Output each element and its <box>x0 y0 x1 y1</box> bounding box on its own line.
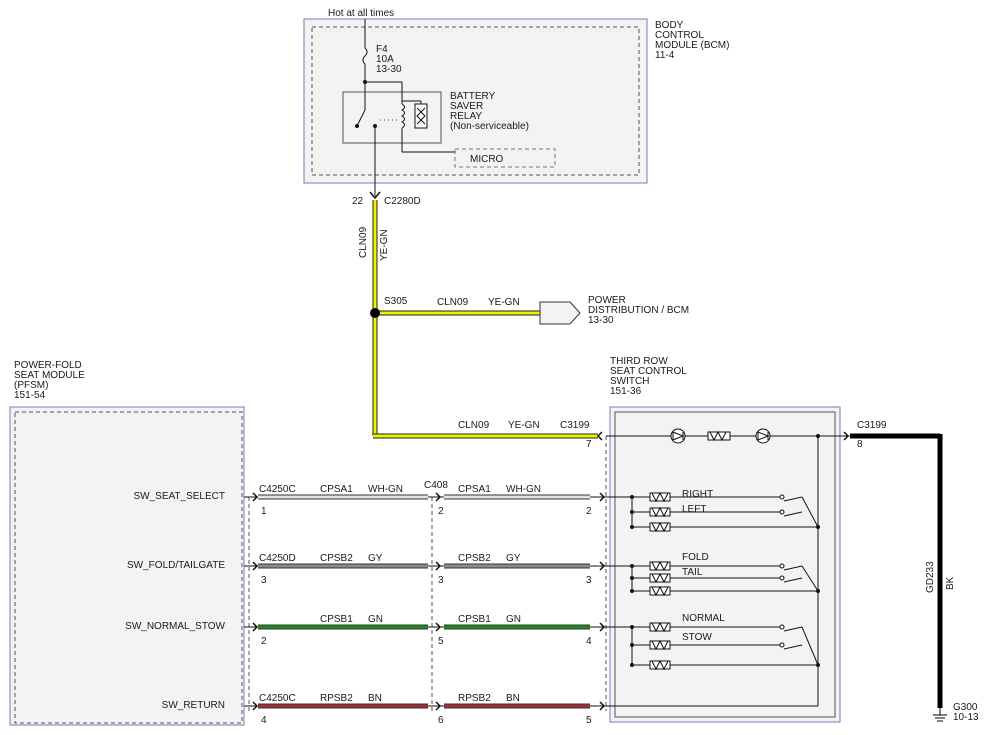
feed-circuit-label: CLN09 <box>458 420 490 431</box>
pin-right-label: 3 <box>586 575 592 586</box>
color-right-label: GY <box>506 553 521 564</box>
power-distribution-arrow <box>539 301 581 325</box>
color-right-label: WH-GN <box>506 484 541 495</box>
pin-right-label: 5 <box>586 715 592 726</box>
pin-22-label: 22 <box>352 196 364 207</box>
signal-name-label: SW_NORMAL_STOW <box>125 621 225 632</box>
fuse-f4-label: F4 10A 13-30 <box>376 44 402 75</box>
circuit-left-label: CPSA1 <box>320 484 353 495</box>
micro-label: MICRO <box>470 154 504 165</box>
relay-box <box>342 91 442 144</box>
splice-color-label: YE-GN <box>488 297 520 308</box>
pin-left-label: 3 <box>261 575 267 586</box>
pfsm-module-box <box>9 406 245 726</box>
connector-left-label: C4250C <box>259 484 296 495</box>
ground-color-label: BK <box>945 576 956 590</box>
switch-normal-label: NORMAL <box>682 613 725 624</box>
feed-resistor <box>707 431 731 441</box>
connector-mid-label: C408 <box>424 480 448 491</box>
signal-name-label: SW_RETURN <box>161 700 225 711</box>
pin-left-label: 2 <box>261 636 267 647</box>
circuit-left-label: RPSB2 <box>320 693 353 704</box>
third-row-switch-label: THIRD ROW SEAT CONTROL SWITCH 151-36 <box>610 356 687 397</box>
wire-vertical-color-label: YE-GN <box>379 229 390 261</box>
circuit-right-label: RPSB2 <box>458 693 491 704</box>
micro-box <box>454 148 556 168</box>
switch-fold-label: FOLD <box>682 552 709 563</box>
pin-mid-label: 6 <box>438 715 444 726</box>
signal-wires <box>244 492 632 711</box>
pin-7-label: 7 <box>586 439 592 450</box>
switch-left-label: LEFT <box>682 504 707 515</box>
color-left-label: WH-GN <box>368 484 403 495</box>
relay-coil <box>401 103 405 129</box>
pin-left-label: 1 <box>261 506 267 517</box>
signal-name-label: SW_FOLD/TAILGATE <box>127 560 225 571</box>
connector-c2280d-arrow <box>369 191 381 200</box>
circuit-left-label: CPSB1 <box>320 614 353 625</box>
connector-c3199-out-label: C3199 <box>857 420 887 431</box>
splice-s305-dot <box>370 308 380 318</box>
pin-right-label: 2 <box>586 506 592 517</box>
bcm-module-box <box>303 18 648 184</box>
color-left-label: BN <box>368 693 382 704</box>
switch-module-box <box>609 406 841 723</box>
ground-g300-label: G300 10-13 <box>953 702 979 723</box>
bcm-label: BODY CONTROL MODULE (BCM) 11-4 <box>655 20 730 61</box>
connector-c2280d-label: C2280D <box>384 196 421 207</box>
connector-left-label: C4250D <box>259 553 296 564</box>
color-right-label: GN <box>506 614 521 625</box>
hot-at-all-times-label: Hot at all times <box>328 8 395 19</box>
pin-mid-label: 5 <box>438 636 444 647</box>
signal-name-label: SW_SEAT_SELECT <box>133 491 225 502</box>
pin-right-label: 4 <box>586 636 592 647</box>
pin-left-label: 4 <box>261 715 267 726</box>
pin-mid-label: 3 <box>438 575 444 586</box>
circuit-right-label: CPSA1 <box>458 484 491 495</box>
wire-vertical-circuit-label: CLN09 <box>358 226 369 258</box>
battery-saver-relay-label: BATTERY SAVER RELAY (Non-serviceable) <box>450 91 529 132</box>
ground-g300-symbol <box>933 714 947 722</box>
circuit-left-label: CPSB2 <box>320 553 353 564</box>
switch-right-label: RIGHT <box>682 489 714 500</box>
color-left-label: GY <box>368 553 383 564</box>
switch-tail-label: TAIL <box>682 567 703 578</box>
circuit-right-label: CPSB2 <box>458 553 491 564</box>
feed-color-label: YE-GN <box>508 420 540 431</box>
pin-8-label: 8 <box>857 439 863 450</box>
splice-s305-label: S305 <box>384 296 408 307</box>
switch-stow-label: STOW <box>682 632 712 643</box>
ground-circuit-label: GD233 <box>925 561 936 593</box>
splice-circuit-label: CLN09 <box>437 297 469 308</box>
color-left-label: GN <box>368 614 383 625</box>
fuse-f4-symbol <box>362 47 368 65</box>
bcm-module-inner <box>311 26 640 176</box>
pfsm-label: POWER-FOLD SEAT MODULE (PFSM) 151-54 <box>14 360 85 401</box>
pin-mid-label: 2 <box>438 506 444 517</box>
connector-c3199-in-label: C3199 <box>560 420 590 431</box>
circuit-right-label: CPSB1 <box>458 614 491 625</box>
connector-left-label: C4250C <box>259 693 296 704</box>
power-distribution-label: POWER DISTRIBUTION / BCM 13-30 <box>588 295 690 326</box>
color-right-label: BN <box>506 693 520 704</box>
switch-internals <box>606 434 820 707</box>
relay-switch-contact <box>356 109 366 127</box>
